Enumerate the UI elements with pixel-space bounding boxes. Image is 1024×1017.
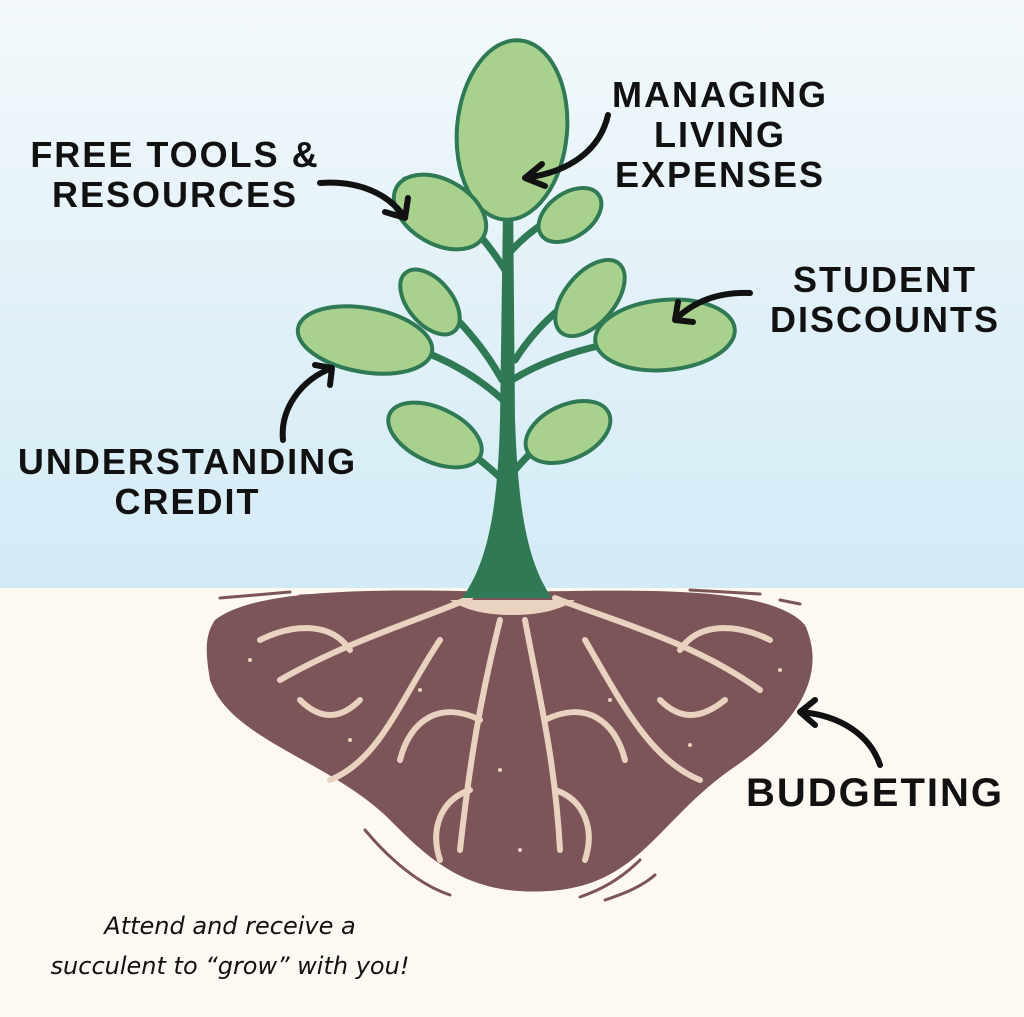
leaf	[398, 267, 462, 337]
label-line: UNDERSTANDING	[17, 441, 358, 482]
roots	[257, 595, 773, 863]
soil-sketch-lines	[218, 588, 802, 902]
leaves	[295, 38, 737, 470]
leaf	[391, 172, 489, 252]
leaf	[295, 304, 435, 376]
label-student-discounts: STUDENT DISCOUNTS	[765, 260, 1005, 340]
label-line: FREE TOOLS &	[30, 134, 320, 175]
arrows	[279, 112, 883, 768]
label-managing-living-expenses: MANAGING LIVING EXPENSES	[600, 75, 840, 195]
label-line: RESOURCES	[51, 174, 299, 215]
label-line: CREDIT	[114, 481, 261, 522]
label-line: LIVING	[653, 114, 786, 155]
soil	[206, 590, 813, 892]
leaf	[536, 186, 604, 244]
arrow-student	[672, 289, 753, 325]
caption-line: succulent to “grow” with you!	[50, 952, 410, 980]
caption-line: Attend and receive a	[104, 912, 356, 940]
arrow-budgeting	[797, 697, 883, 768]
leaf	[523, 399, 613, 465]
arrow-credit	[279, 362, 335, 443]
arrow-managing	[522, 112, 611, 189]
label-line: DISCOUNTS	[769, 299, 1000, 340]
label-line: EXPENSES	[614, 154, 826, 195]
leaf	[386, 400, 484, 470]
label-budgeting: BUDGETING	[746, 771, 1004, 815]
leaf	[553, 257, 627, 339]
label-line: STUDENT	[793, 259, 977, 300]
stem	[462, 70, 552, 598]
caption: Attend and receive a succulent to “grow”…	[20, 906, 440, 986]
label-line: MANAGING	[612, 74, 828, 115]
label-understanding-credit: UNDERSTANDING CREDIT	[10, 442, 365, 522]
label-free-tools-resources: FREE TOOLS & RESOURCES	[30, 135, 320, 215]
soil-dots	[248, 658, 782, 852]
arrow-free-tools	[317, 179, 411, 221]
leaf	[593, 297, 737, 373]
